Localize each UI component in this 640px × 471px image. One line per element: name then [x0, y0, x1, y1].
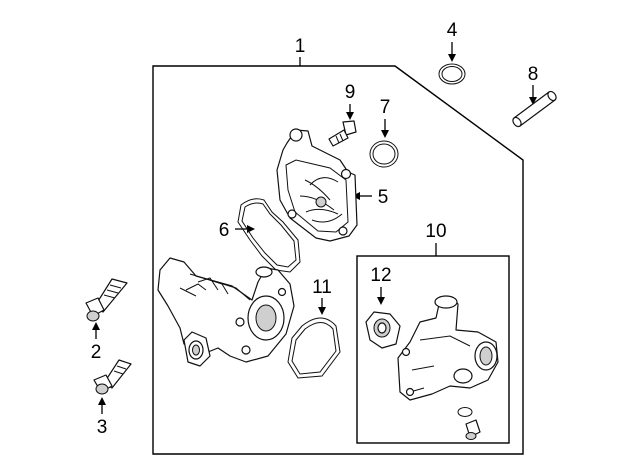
callout-8[interactable]: 8 — [528, 64, 539, 105]
arrowhead-4 — [448, 54, 456, 62]
callout-label-5: 5 — [378, 187, 389, 208]
arrowhead-11 — [318, 307, 326, 315]
water-pump-icon — [276, 128, 358, 242]
bolt-icon — [93, 359, 132, 395]
callout-2[interactable]: 2 — [91, 322, 102, 363]
callout-label-10: 10 — [425, 221, 446, 242]
callout-4[interactable]: 4 — [447, 20, 458, 62]
callout-1[interactable]: 1 — [295, 36, 306, 66]
o-ring-icon — [438, 63, 466, 85]
gasket-icon — [237, 198, 301, 273]
callout-11[interactable]: 11 — [312, 277, 332, 315]
callout-label-4: 4 — [447, 20, 458, 41]
callout-label-3: 3 — [97, 417, 108, 438]
arrowhead-8 — [529, 97, 537, 105]
bolt-icon — [85, 278, 128, 322]
callout-label-6: 6 — [219, 220, 230, 241]
callout-12[interactable]: 12 — [370, 265, 392, 305]
callout-label-11: 11 — [312, 277, 332, 298]
callout-label-9: 9 — [345, 82, 356, 103]
callout-5[interactable]: 5 — [352, 187, 388, 208]
callout-label-1: 1 — [295, 36, 306, 57]
callout-label-2: 2 — [91, 342, 102, 363]
callout-6[interactable]: 6 — [219, 220, 255, 241]
callout-label-7: 7 — [380, 97, 391, 118]
callout-7[interactable]: 7 — [380, 97, 391, 138]
arrowhead-2 — [92, 322, 100, 330]
arrowhead-3 — [98, 397, 106, 405]
o-ring-icon — [369, 140, 399, 168]
arrowhead-12 — [377, 297, 385, 305]
pin-icon — [512, 90, 557, 128]
callout-label-8: 8 — [528, 64, 539, 85]
arrowhead-9 — [346, 112, 354, 120]
arrowhead-7 — [381, 130, 389, 138]
callout-3[interactable]: 3 — [97, 397, 108, 438]
callout-10[interactable]: 10 — [425, 221, 447, 256]
assembly-frame — [152, 65, 524, 455]
water-pump-housing-icon — [157, 257, 295, 367]
thermostat-subassembly-frame — [356, 255, 510, 444]
gasket-icon — [287, 317, 341, 379]
callout-label-12: 12 — [370, 265, 391, 286]
thermostat-icon — [365, 311, 401, 349]
arrowhead-6 — [247, 225, 255, 233]
thermostat-housing-icon — [397, 295, 499, 440]
bolt-icon — [328, 120, 357, 147]
callout-9[interactable]: 9 — [345, 82, 356, 120]
